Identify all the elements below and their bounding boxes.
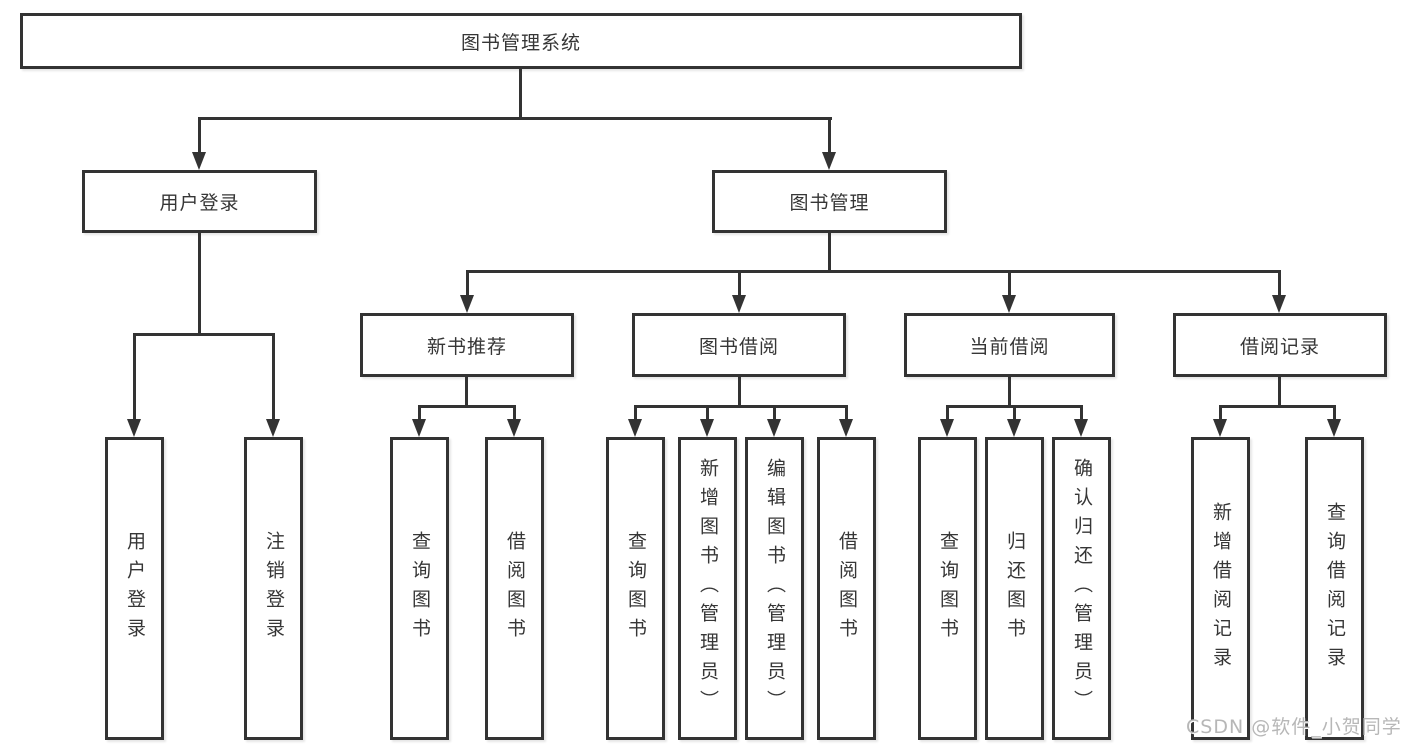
leaf-label: 借阅图书	[836, 530, 858, 647]
arrow-down-icon	[192, 152, 206, 170]
connector-level2-rail	[198, 117, 832, 120]
connector-leaf-stem	[946, 405, 949, 421]
node-label: 用户登录	[159, 192, 240, 214]
leaf-label: 编辑图书（管理员）	[764, 458, 786, 719]
arrow-down-icon	[1002, 295, 1016, 313]
node-library-management-system: 图书管理系统	[20, 13, 1022, 69]
connector-leaf-stem	[1080, 405, 1083, 421]
leaf-label: 新增图书（管理员）	[697, 458, 719, 719]
arrow-down-icon	[628, 419, 642, 437]
connector-records-rail	[1219, 405, 1336, 408]
leaf-label: 归还图书	[1004, 530, 1026, 647]
csdn-watermark: CSDN @软件_小贺同学	[1186, 716, 1402, 738]
leaf-label: 查询图书	[625, 530, 647, 647]
connector-borrowing-rail	[634, 405, 848, 408]
connector-leaf-stem	[634, 405, 637, 421]
arrow-down-icon	[732, 295, 746, 313]
arrow-down-icon	[460, 295, 474, 313]
arrow-down-icon	[1327, 419, 1341, 437]
leaf-return-books: 归还图书	[985, 437, 1044, 740]
connector-root-stem	[519, 68, 522, 120]
node-label: 借阅记录	[1239, 335, 1320, 358]
leaf-borrow-books-recommend: 借阅图书	[485, 437, 544, 740]
arrow-down-icon	[1213, 419, 1227, 437]
node-book-management: 图书管理	[712, 170, 947, 233]
leaf-query-borrow-record: 查询借阅记录	[1305, 437, 1364, 740]
leaf-query-books-current: 查询图书	[918, 437, 977, 740]
connector-leaf-stem	[845, 405, 848, 421]
connector-user-login-stem	[198, 117, 201, 154]
leaf-query-books-recommend: 查询图书	[390, 437, 449, 740]
leaf-label: 查询借阅记录	[1324, 501, 1346, 676]
arrow-down-icon	[127, 419, 141, 437]
leaf-label: 用户登录	[124, 530, 146, 647]
leaf-label: 查询图书	[937, 530, 959, 647]
connector-borrowing-down	[738, 377, 741, 408]
connector-leaf-stem	[418, 405, 421, 421]
connector-leaf-stem	[1219, 405, 1222, 421]
connector-login-down	[198, 233, 201, 336]
connector-newbook-rail	[418, 405, 516, 408]
connector-login-rail	[133, 333, 275, 336]
connector-leaf-stem	[1013, 405, 1016, 421]
arrow-down-icon	[822, 152, 836, 170]
connector-mgmt-down	[828, 233, 831, 273]
node-book-borrowing: 图书借阅	[632, 313, 846, 377]
node-label: 图书管理系统	[460, 31, 581, 54]
arrow-down-icon	[700, 419, 714, 437]
node-new-book-recommend: 新书推荐	[360, 313, 574, 377]
connector-leaf-stem	[706, 405, 709, 421]
leaf-borrow-books-borrowing: 借阅图书	[817, 437, 876, 740]
connector-current-down	[1008, 377, 1011, 408]
connector-level3-stem	[466, 270, 469, 297]
node-label: 图书借阅	[698, 335, 779, 358]
leaf-user-login: 用户登录	[105, 437, 164, 740]
node-label: 新书推荐	[426, 335, 507, 358]
connector-leaf-stem	[1333, 405, 1336, 421]
connector-leaf-stem	[773, 405, 776, 421]
connector-leaf-stem	[513, 405, 516, 421]
leaf-label: 借阅图书	[504, 530, 526, 647]
arrow-down-icon	[1074, 419, 1088, 437]
leaf-query-books-borrowing: 查询图书	[606, 437, 665, 740]
leaf-confirm-return-admin: 确认归还（管理员）	[1052, 437, 1111, 740]
connector-records-down	[1278, 377, 1281, 408]
arrow-down-icon	[940, 419, 954, 437]
connector-leaf-stem	[133, 333, 136, 421]
arrow-down-icon	[1272, 295, 1286, 313]
connector-level3-stem	[738, 270, 741, 297]
arrow-down-icon	[1007, 419, 1021, 437]
leaf-logout: 注销登录	[244, 437, 303, 740]
arrow-down-icon	[507, 419, 521, 437]
node-borrowing-records: 借阅记录	[1173, 313, 1387, 377]
leaf-label: 注销登录	[263, 530, 285, 647]
leaf-add-borrow-record: 新增借阅记录	[1191, 437, 1250, 740]
connector-newbook-down	[465, 377, 468, 408]
connector-level3-stem	[1278, 270, 1281, 297]
arrow-down-icon	[839, 419, 853, 437]
node-label: 当前借阅	[969, 335, 1050, 358]
arrow-down-icon	[266, 419, 280, 437]
connector-level3-rail	[466, 270, 1280, 273]
node-label: 图书管理	[789, 192, 870, 214]
leaf-add-book-admin: 新增图书（管理员）	[678, 437, 737, 740]
connector-level3-stem	[1008, 270, 1011, 297]
node-current-borrowing: 当前借阅	[904, 313, 1115, 377]
leaf-edit-book-admin: 编辑图书（管理员）	[745, 437, 804, 740]
arrow-down-icon	[412, 419, 426, 437]
arrow-down-icon	[767, 419, 781, 437]
connector-leaf-stem	[272, 333, 275, 421]
leaf-label: 查询图书	[409, 530, 431, 647]
connector-book-mgmt-stem	[828, 117, 831, 154]
leaf-label: 新增借阅记录	[1210, 501, 1232, 676]
leaf-label: 确认归还（管理员）	[1071, 458, 1093, 719]
node-user-login: 用户登录	[82, 170, 317, 233]
